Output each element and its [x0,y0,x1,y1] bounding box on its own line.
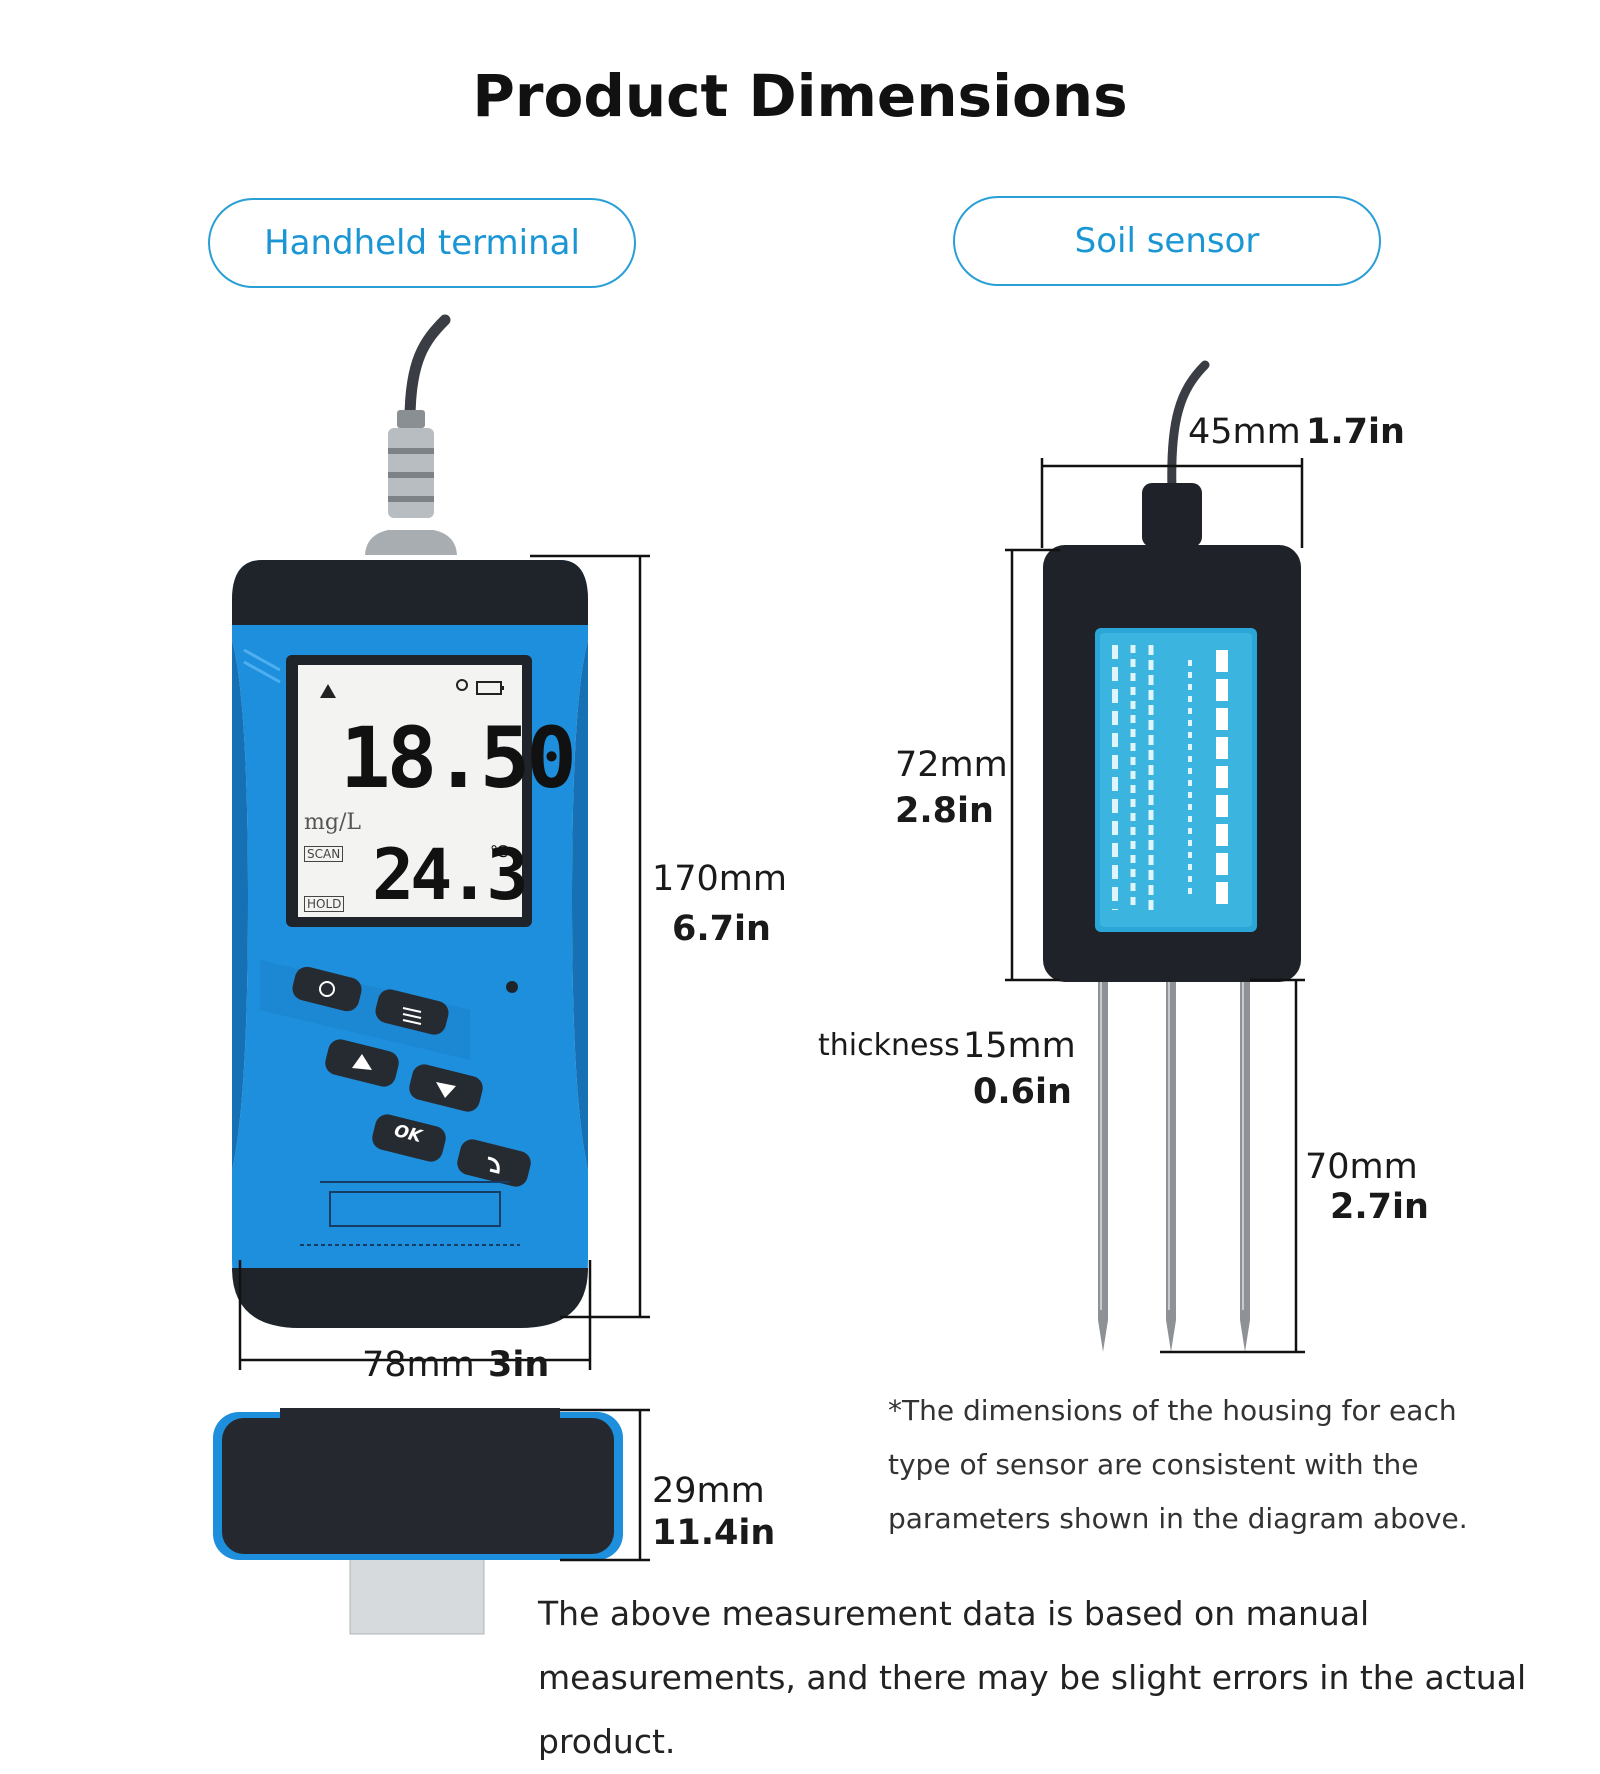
handheld-width-mm: 78mm [362,1345,475,1385]
sensor-probe-mm: 70mm [1305,1147,1418,1187]
display-hold-indicator: HOLD [304,896,345,912]
display-temperature-unit: ℃ [490,842,508,861]
handheld-depth-in: 11.4in [652,1513,776,1553]
handheld-keypad [260,960,531,1246]
display-temperature: 24.3 [372,834,529,916]
handheld-terminal-label: Handheld terminal [208,198,636,288]
handheld-width-in: 3in [488,1345,550,1385]
sensor-body-in: 2.8in [895,791,994,831]
sensor-cable [1142,360,1210,547]
handheld-cable [365,314,457,555]
display-unit: mg/L [304,810,361,835]
measurement-disclaimer: The above measurement data is based on m… [538,1594,1527,1761]
display-scan-indicator: SCAN [304,846,344,862]
housing-note: *The dimensions of the housing for each … [888,1394,1468,1535]
handheld-width-dimension [238,1260,592,1370]
handheld-screen [286,655,532,927]
handheld-height-in: 6.7in [672,909,771,949]
sensor-probes [1098,980,1250,1352]
page-title: Product Dimensions [472,62,1128,130]
sensor-thickness-in: 0.6in [973,1072,1072,1112]
sensor-body-mm: 72mm [895,745,1008,785]
soil-sensor-label-text: Soil sensor [1074,221,1260,261]
handheld-terminal-label-text: Handheld terminal [264,223,580,263]
sensor-probe-in: 2.7in [1330,1187,1429,1227]
sensor-probe-dimension [1160,978,1305,1354]
handheld-height-dimension [530,554,650,1319]
handheld-height-mm: 170mm [652,859,787,899]
diagram-canvas [213,314,1305,1635]
sensor-width-in: 1.7in [1306,412,1405,452]
handheld-side-view [213,1408,623,1635]
handheld-depth-mm: 29mm [652,1471,765,1511]
sensor-thickness-mm: 15mm [963,1026,1076,1066]
sensor-width-mm: 45mm [1188,412,1301,452]
soil-sensor-label: Soil sensor [953,196,1381,286]
sensor-thickness-label: thickness [818,1028,960,1063]
sensor-width-dimension [1040,458,1304,548]
sensor-body-dimension [1005,548,1060,982]
display-main-reading: 18.50 [340,709,577,807]
sensor-body [1043,545,1301,982]
handheld-depth-dimension [560,1408,650,1562]
